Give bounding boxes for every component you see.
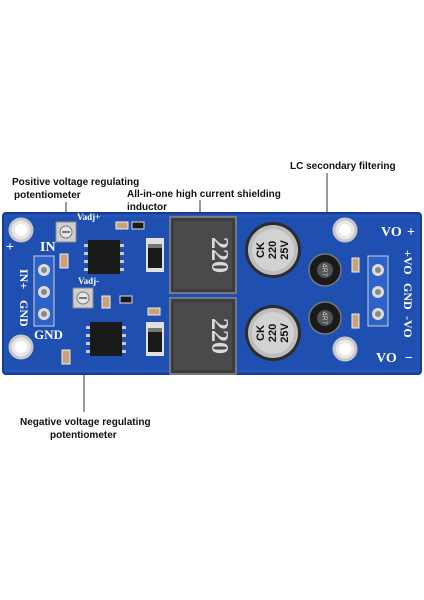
- silk-vo-top-sign: +: [407, 225, 415, 240]
- silk-gnd-bottom: GND: [34, 327, 63, 342]
- silk-vadj-plus: Vadj+: [77, 212, 100, 222]
- lc-inductor-bottom: [308, 301, 342, 335]
- cap-bottom-line2: 220: [267, 324, 279, 342]
- cap-top-line2: 220: [267, 241, 279, 259]
- lc-inductor-top: [308, 253, 342, 287]
- input-header: [33, 255, 55, 327]
- silk-vo-bottom: VO: [376, 351, 397, 366]
- cap-bottom-line3: 25V: [279, 323, 291, 343]
- output-header: [367, 255, 389, 327]
- silk-in: IN: [40, 240, 56, 255]
- ic-bottom: [86, 322, 126, 356]
- ic-top: [84, 240, 124, 274]
- positive-potentiometer: [55, 221, 77, 243]
- diode-top: [146, 238, 164, 272]
- silk-minus-vo: -VO: [401, 316, 415, 338]
- silk-gnd-left: GND: [17, 300, 31, 327]
- shielded-inductor-bottom: [169, 297, 237, 375]
- inductor-callout: All-in-one high current shielding induct…: [127, 189, 281, 213]
- cap-top-line3: 25V: [279, 240, 291, 260]
- lc-inductor-top-value: 4R7: [321, 264, 328, 277]
- positive-pot-callout-line1: Positive voltage regulating: [12, 177, 140, 188]
- capacitor-bottom: [245, 305, 301, 361]
- silk-plus-vo: +VO: [401, 250, 415, 275]
- cap-bottom-line1: CK: [255, 325, 267, 341]
- inductor-bottom-value: 220: [206, 318, 232, 354]
- lc-filter-callout: LC secondary filtering: [290, 161, 396, 172]
- negative-pot-callout-line2: potentiometer: [50, 430, 117, 441]
- shielded-inductor-top: [169, 216, 237, 294]
- lc-inductor-bottom-value: 4R7: [321, 312, 328, 325]
- silk-vadj-minus: Vadj-: [78, 276, 99, 286]
- negative-pot-callout: Negative voltage regulating potentiomete…: [20, 416, 180, 442]
- positive-pot-callout-line2: potentiometer: [14, 190, 81, 201]
- silk-vo-bottom-sign: −: [405, 351, 413, 366]
- silk-gnd-right: GND: [401, 283, 415, 310]
- mounting-holes: [8, 217, 358, 362]
- silk-in-plus: IN+: [17, 269, 31, 289]
- inductor-top-value: 220: [206, 237, 232, 273]
- capacitor-top: [245, 222, 301, 278]
- cap-top-line1: CK: [255, 242, 267, 258]
- positive-pot-callout: Positive voltage regulating potentiomete…: [12, 176, 162, 202]
- smd-resistors: [59, 221, 360, 365]
- capacitor-bottom-marking: CK 220 25V: [255, 323, 291, 343]
- silk-plus: +: [6, 240, 14, 255]
- negative-pot-callout-line1: Negative voltage regulating: [20, 417, 151, 428]
- capacitor-top-marking: CK 220 25V: [255, 240, 291, 260]
- diode-bottom: [146, 322, 164, 356]
- silk-vo-top: VO: [381, 225, 402, 240]
- negative-potentiometer: [72, 287, 94, 309]
